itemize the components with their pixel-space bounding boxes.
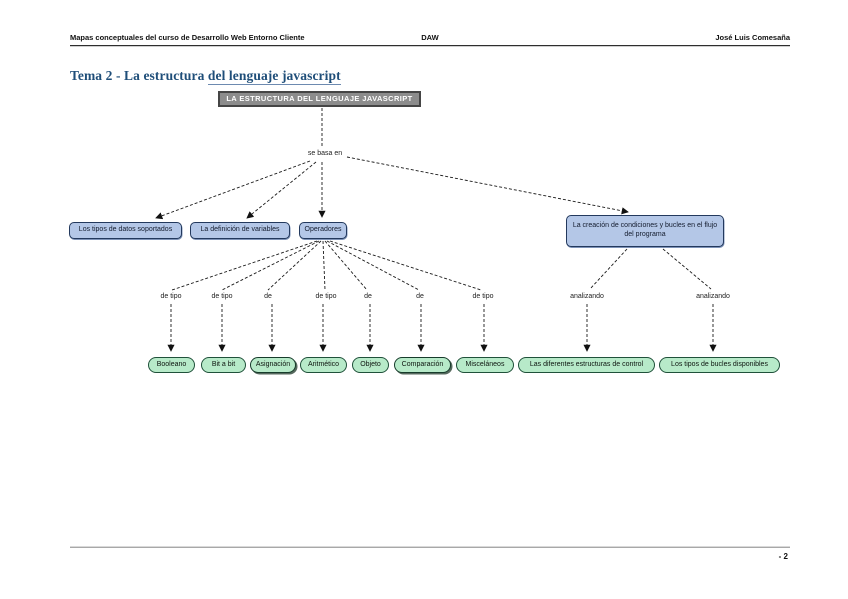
link-label-de-2: de [363, 293, 373, 300]
page-title-underlined: del lenguaje javascript [207, 68, 341, 85]
link-label-de-tipo-1: de tipo [159, 293, 183, 300]
link-label-de-3: de [415, 293, 425, 300]
page-header: Mapas conceptuales del curso de Desarrol… [70, 33, 790, 42]
node-asignacion: Asignación [250, 357, 296, 373]
page-title: Tema 2 - La estructura del lenguaje java… [70, 68, 341, 85]
link-label-de-tipo-4: de tipo [471, 293, 495, 300]
node-condiciones-bucles: La creación de condiciones y bucles en e… [566, 215, 724, 247]
node-estructuras-control: Las diferentes estructuras de control [518, 357, 655, 373]
header-acronym: DAW [421, 33, 439, 42]
page-title-prefix: Tema 2 - La estructura [70, 68, 208, 83]
node-objeto: Objeto [352, 357, 389, 373]
node-tipos-de-datos: Los tipos de datos soportados [69, 222, 182, 239]
node-comparacion: Comparación [394, 357, 451, 373]
footer-rule [70, 546, 790, 548]
header-rule [70, 45, 790, 47]
header-course-title: Mapas conceptuales del curso de Desarrol… [70, 33, 305, 42]
link-label-de-tipo-2: de tipo [210, 293, 234, 300]
node-definicion-variables: La definición de variables [190, 222, 290, 239]
link-label-de-tipo-3: de tipo [314, 293, 338, 300]
node-booleano: Booleano [148, 357, 195, 373]
link-label-se-basa-en: se basa en [306, 150, 344, 157]
node-aritmetico: Aritmético [300, 357, 347, 373]
link-label-analizando-1: analizando [569, 293, 605, 300]
node-bit-a-bit: Bit a bit [201, 357, 246, 373]
node-miscelaneos: Misceláneos [456, 357, 514, 373]
header-author: José Luis Comesaña [715, 33, 790, 42]
root-node: LA ESTRUCTURA DEL LENGUAJE JAVASCRIPT [218, 91, 421, 107]
link-label-analizando-2: analizando [695, 293, 731, 300]
page-number: - 2 [778, 552, 788, 561]
node-tipos-bucles: Los tipos de bucles disponibles [659, 357, 780, 373]
link-label-de-1: de [263, 293, 273, 300]
node-operadores: Operadores [299, 222, 347, 239]
